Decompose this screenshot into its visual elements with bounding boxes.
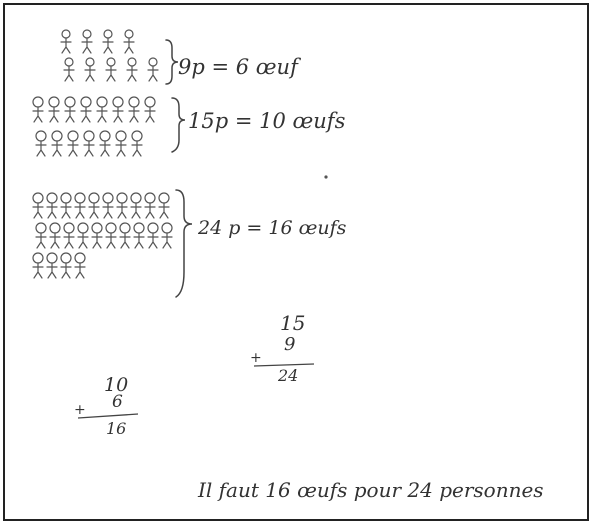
stick-figure bbox=[46, 192, 58, 219]
group-3-label: 24 p = 16 œufs bbox=[197, 217, 347, 239]
stick-figure bbox=[74, 252, 86, 279]
stick-figure bbox=[96, 96, 108, 123]
plus-sign-2: + bbox=[74, 402, 86, 418]
brace-group-2 bbox=[171, 97, 186, 153]
stick-figure bbox=[115, 130, 127, 157]
stick-figure bbox=[161, 222, 173, 249]
stick-figure bbox=[60, 252, 72, 279]
stick-figure bbox=[131, 130, 143, 157]
stick-figure bbox=[60, 29, 72, 54]
stick-figure bbox=[67, 130, 79, 157]
stick-figure bbox=[128, 96, 140, 123]
stick-figure bbox=[32, 192, 44, 219]
pen-dot bbox=[324, 175, 328, 179]
stick-figure bbox=[126, 57, 138, 82]
stick-figure bbox=[119, 222, 131, 249]
stick-figure bbox=[133, 222, 145, 249]
stick-figure bbox=[99, 130, 111, 157]
page-border bbox=[3, 3, 589, 521]
brace-group-3 bbox=[175, 189, 193, 298]
stick-figure bbox=[35, 130, 47, 157]
stick-figure bbox=[77, 222, 89, 249]
stick-figure bbox=[83, 130, 95, 157]
addition-1-result: 24 bbox=[277, 366, 298, 385]
plus-sign-1: + bbox=[250, 350, 262, 366]
stick-figures-group-1 bbox=[60, 29, 159, 82]
addition-2-addend: 6 bbox=[112, 392, 123, 412]
brace-group-1 bbox=[165, 39, 179, 85]
addition-1-addend: 9 bbox=[284, 334, 295, 355]
stick-figure bbox=[91, 222, 103, 249]
stick-figure bbox=[51, 130, 63, 157]
stick-figure bbox=[63, 57, 75, 82]
stick-figure bbox=[64, 96, 76, 123]
stick-figure bbox=[147, 222, 159, 249]
stick-figure bbox=[48, 96, 60, 123]
stick-figure bbox=[105, 222, 117, 249]
conclusion-sentence: Il faut 16 œufs pour 24 personnes bbox=[197, 478, 544, 502]
group-2-label: 15p = 10 œufs bbox=[188, 109, 346, 133]
group-1-label: 9p = 6 œuf bbox=[178, 55, 301, 79]
stick-figure bbox=[60, 192, 72, 219]
addition-2-result: 16 bbox=[106, 419, 126, 438]
stick-figure bbox=[80, 96, 92, 123]
stick-figure bbox=[46, 252, 58, 279]
stick-figure bbox=[144, 96, 156, 123]
stick-figure bbox=[74, 192, 86, 219]
stick-figure bbox=[116, 192, 128, 219]
stick-figure bbox=[63, 222, 75, 249]
stick-figure bbox=[32, 252, 44, 279]
stick-figure bbox=[147, 57, 159, 82]
stick-figure bbox=[102, 29, 114, 54]
stick-figure bbox=[123, 29, 135, 54]
stick-figure bbox=[81, 29, 93, 54]
stick-figure bbox=[88, 192, 100, 219]
stick-figure bbox=[102, 192, 114, 219]
sum-line-1 bbox=[253, 363, 315, 367]
addition-1-top: 15 bbox=[280, 311, 305, 335]
stick-figure bbox=[32, 96, 44, 123]
stick-figure bbox=[144, 192, 156, 219]
sum-line-2 bbox=[77, 413, 139, 419]
stick-figure bbox=[112, 96, 124, 123]
stick-figure bbox=[130, 192, 142, 219]
stick-figures-group-2 bbox=[32, 96, 156, 157]
stick-figure bbox=[35, 222, 47, 249]
stick-figures-group-3 bbox=[32, 192, 173, 279]
stick-figure bbox=[49, 222, 61, 249]
stick-figure bbox=[158, 192, 170, 219]
stick-figure bbox=[105, 57, 117, 82]
stick-figure bbox=[84, 57, 96, 82]
addition-2-top: 10 bbox=[104, 374, 128, 396]
